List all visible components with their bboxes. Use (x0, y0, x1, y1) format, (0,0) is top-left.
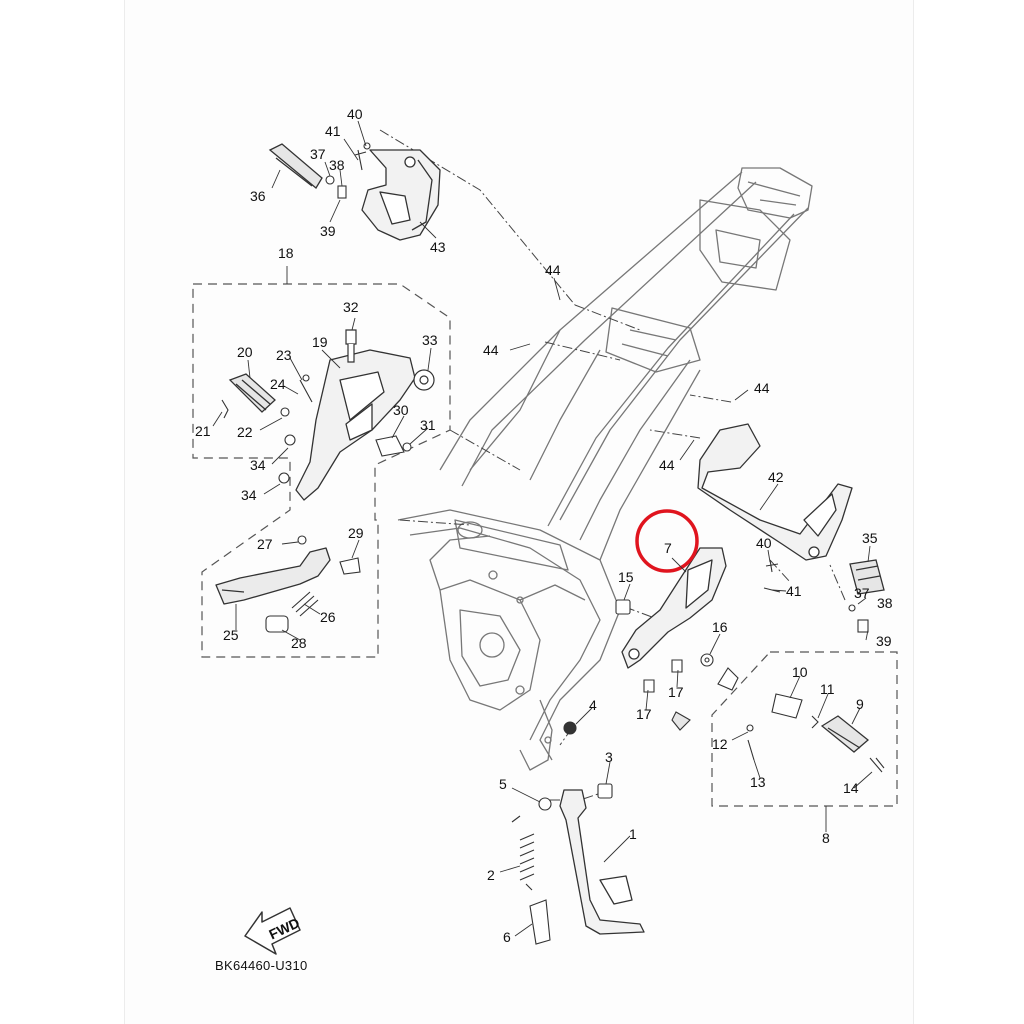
callout-16: 16 (712, 619, 728, 635)
catalog-code: BK64460-U310 (215, 958, 308, 973)
callout-44b: 44 (483, 342, 499, 358)
parts-15-16-17-4 (563, 599, 714, 735)
parts-34 (278, 434, 296, 484)
part-36-rear-footpeg (268, 143, 323, 189)
callout-32: 32 (343, 299, 359, 315)
callout-2: 2 (487, 867, 495, 883)
group-box-18 (192, 283, 451, 658)
callout-15: 15 (618, 569, 634, 585)
callout-5: 5 (499, 776, 507, 792)
callout-26: 26 (320, 609, 336, 625)
parts-10-14 (671, 667, 885, 773)
callout-11: 11 (820, 681, 835, 697)
callout-18: 18 (278, 245, 294, 261)
callout-37b: 37 (854, 585, 870, 601)
part-25-shift-lever (215, 547, 331, 605)
callout-39a: 39 (320, 223, 336, 239)
part-43-rear-bracket (361, 149, 441, 241)
callout-44a: 44 (545, 262, 561, 278)
callout-numbers: 1 2 3 4 5 6 7 8 9 10 11 12 13 14 15 16 1… (195, 106, 893, 945)
callout-41b: 41 (786, 583, 802, 599)
callout-24: 24 (270, 376, 286, 392)
group-box-8 (711, 651, 898, 807)
callout-33: 33 (422, 332, 438, 348)
callout-21: 21 (195, 423, 211, 439)
callout-22: 22 (237, 424, 253, 440)
callout-3: 3 (605, 749, 613, 765)
callout-31: 31 (420, 417, 436, 433)
callout-14: 14 (843, 780, 859, 796)
callout-43: 43 (430, 239, 446, 255)
parts-26-29-small (265, 535, 361, 633)
callout-1: 1 (629, 826, 637, 842)
callout-35: 35 (862, 530, 878, 546)
callout-8: 8 (822, 830, 830, 846)
callout-17a: 17 (668, 684, 684, 700)
parts-37-41-right (763, 559, 869, 633)
callout-44d: 44 (659, 457, 675, 473)
part-32-33 (345, 329, 435, 391)
part-20-footpeg (228, 373, 276, 413)
highlight-circle (635, 509, 699, 573)
callout-36: 36 (250, 188, 266, 204)
callout-6: 6 (503, 929, 511, 945)
part-19-footrest-bracket (295, 349, 416, 501)
main-frame (397, 167, 813, 771)
part-9-footpeg (820, 715, 870, 753)
callout-25: 25 (223, 627, 239, 643)
callout-7-highlighted: 7 (664, 540, 672, 556)
callout-34a: 34 (250, 457, 266, 473)
callout-10: 10 (792, 664, 808, 680)
callout-30: 30 (393, 402, 409, 418)
callout-9: 9 (856, 696, 864, 712)
callout-19: 19 (312, 334, 328, 350)
callout-42: 42 (768, 469, 784, 485)
part-1-side-stand (559, 789, 645, 935)
callout-29: 29 (348, 525, 364, 541)
callout-40a: 40 (347, 106, 363, 122)
callout-44c: 44 (754, 380, 770, 396)
part-35-rear-footpeg-right (849, 559, 885, 595)
part-42-rear-bracket-right (697, 423, 853, 561)
callout-23: 23 (276, 347, 292, 363)
callout-20: 20 (237, 344, 253, 360)
callout-38a: 38 (329, 157, 345, 173)
part-7-footrest-bracket (621, 547, 727, 669)
callout-27: 27 (257, 536, 273, 552)
callout-7-leader (671, 557, 687, 573)
callout-41a: 41 (325, 123, 341, 139)
callout-28: 28 (291, 635, 307, 651)
callout-39b: 39 (876, 633, 892, 649)
callout-leaders (212, 120, 873, 937)
catalog-sheet (124, 0, 914, 1024)
parts-21-24-30-small (221, 374, 412, 457)
parts-3-5-6 (529, 783, 613, 945)
callout-13: 13 (750, 774, 766, 790)
callout-34b: 34 (241, 487, 257, 503)
part-2-spring (511, 815, 535, 891)
callout-38b: 38 (877, 595, 893, 611)
callout-17b: 17 (636, 706, 652, 722)
callout-12: 12 (712, 736, 728, 752)
fwd-arrow-icon: FWD (244, 907, 302, 955)
callout-4: 4 (589, 697, 597, 713)
callout-37a: 37 (310, 146, 326, 162)
callout-40b: 40 (756, 535, 772, 551)
